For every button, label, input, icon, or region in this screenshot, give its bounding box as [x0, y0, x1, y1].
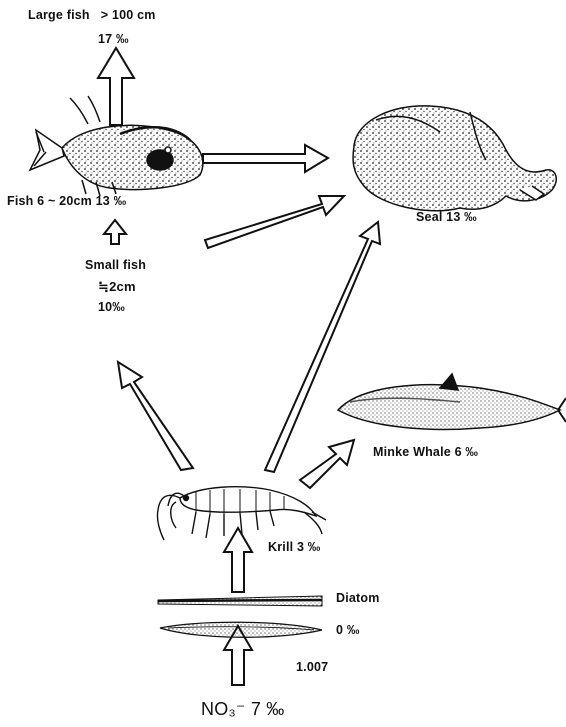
- minke-whale-label: Minke Whale 6 ‰: [373, 446, 478, 459]
- arrow-small-fish-to-fish: [104, 220, 126, 244]
- seal-label: Seal 13 ‰: [416, 211, 477, 224]
- diatom-value: 0 ‰: [336, 624, 360, 637]
- diatom-ratio: 1.007: [296, 661, 328, 674]
- arrow-fish-to-large-fish: [98, 48, 134, 125]
- large-fish-size: > 100 cm: [101, 8, 156, 22]
- large-fish-name: Large fish: [28, 8, 90, 22]
- krill-label: Krill 3 ‰: [268, 541, 321, 554]
- diatom-name: Diatom: [336, 592, 380, 605]
- small-fish-name: Small fish: [85, 259, 146, 272]
- arrow-small-fish-to-seal: [205, 196, 344, 248]
- nitrate-label: NO₃⁻ 7 ‰: [201, 700, 284, 718]
- diatom-illustration: [158, 596, 322, 637]
- seal-illustration: [353, 106, 556, 211]
- arrow-krill-to-seal: [265, 222, 380, 472]
- small-fish-size: ≒2cm: [98, 280, 136, 293]
- arrow-krill-to-small-fish: [118, 362, 193, 470]
- small-fish-value: 10‰: [98, 301, 125, 314]
- large-fish-label: Large fish > 100 cm: [28, 9, 156, 22]
- krill-illustration: [157, 487, 326, 540]
- minke-whale-illustration: [338, 374, 566, 429]
- arrow-diatom-to-krill: [224, 528, 252, 592]
- arrow-fish-to-seal: [203, 145, 328, 172]
- arrow-krill-to-whale: [300, 440, 354, 488]
- fish-label: Fish 6 ~ 20cm 13 ‰: [7, 195, 126, 208]
- large-fish-value: 17 ‰: [98, 33, 129, 46]
